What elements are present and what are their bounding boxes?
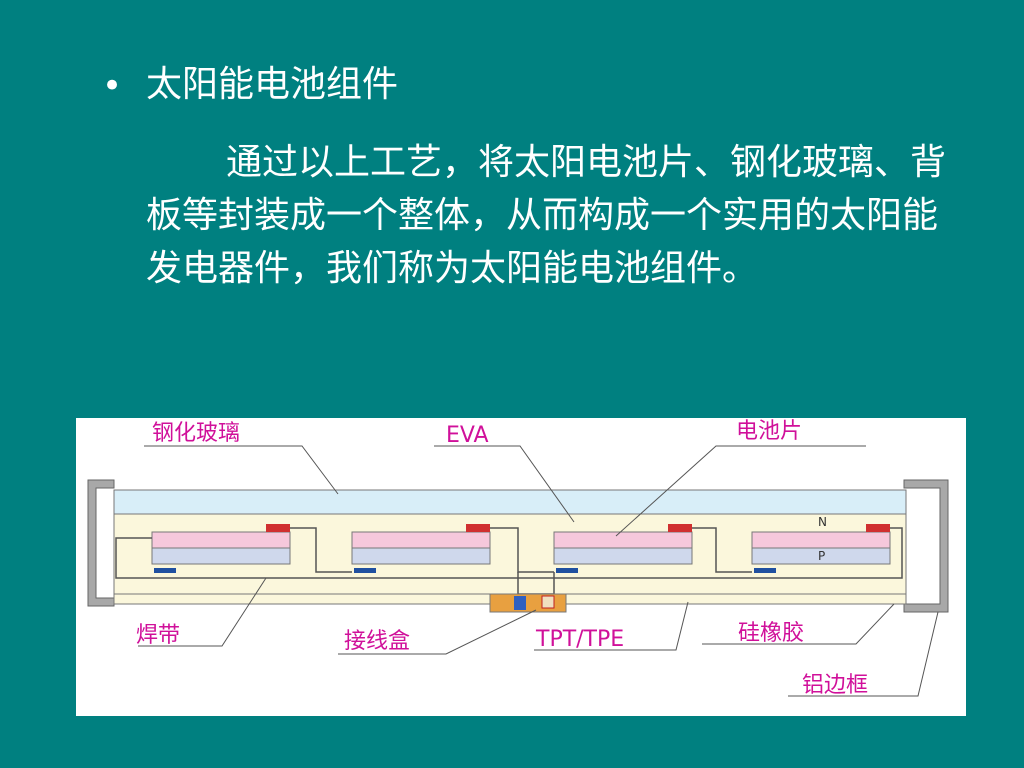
label-eva: EVA (446, 423, 489, 448)
solar-cell-1 (151, 524, 291, 573)
solar-module-diagram: N P 钢化玻璃 EVA 电池片 焊带 接线盒 TPT/TPE 硅橡胶 铝边框 (76, 418, 966, 716)
solar-cell-3 (553, 524, 693, 573)
junction-box (489, 593, 567, 613)
label-cell: 电池片 (736, 419, 802, 444)
solar-cell-2 (351, 524, 491, 573)
label-backsheet: TPT/TPE (535, 627, 624, 652)
label-ribbon: 焊带 (136, 623, 180, 648)
slide-paragraph: 通过以上工艺，将太阳电池片、钢化玻璃、背板等封装成一个整体，从而构成一个实用的太… (146, 142, 947, 289)
solar-module-cross-section: N P 钢化玻璃 EVA 电池片 焊带 接线盒 TPT/TPE 硅橡胶 铝边框 (87, 419, 949, 698)
al-frame-left (87, 479, 115, 607)
label-silicone: 硅橡胶 (738, 621, 804, 646)
p-layer-label: P (818, 549, 825, 563)
tempered-glass-layer (113, 489, 907, 515)
solar-cell-4 (751, 524, 891, 573)
label-junction-box: 接线盒 (344, 629, 410, 654)
slide-heading: 太阳能电池组件 (146, 64, 399, 105)
leader-lines (138, 445, 939, 697)
al-frame-right (903, 479, 949, 613)
label-al-frame: 铝边框 (802, 673, 868, 698)
bullet-marker: • (102, 66, 123, 106)
n-layer-label: N (818, 515, 827, 529)
label-tempered-glass: 钢化玻璃 (152, 421, 240, 446)
